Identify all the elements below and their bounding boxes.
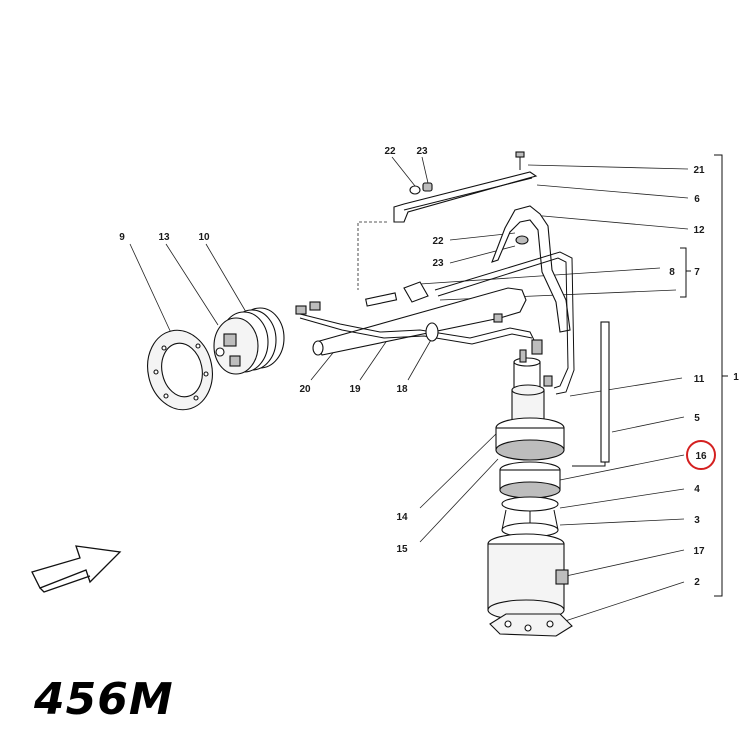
wiring-harness <box>295 301 543 355</box>
level-rod <box>572 321 610 467</box>
callout: 9 <box>119 232 125 243</box>
direction-arrow-icon <box>31 545 122 589</box>
leader-lines <box>129 156 689 625</box>
callout: 6 <box>694 194 700 205</box>
fuel-pipes <box>365 251 575 395</box>
callout: 14 <box>396 512 408 523</box>
callout: 10 <box>198 232 210 243</box>
callout: 1 <box>733 372 739 383</box>
mounting-rail <box>393 171 538 223</box>
locator-dashed-line <box>357 221 387 290</box>
pump-reservoir <box>487 533 569 621</box>
support-bracket <box>491 205 571 333</box>
callout: 20 <box>299 384 311 395</box>
callout: 15 <box>396 544 408 555</box>
callout: 12 <box>693 225 705 236</box>
callout: 11 <box>694 374 705 385</box>
callout: 18 <box>396 384 408 395</box>
arrow-shadow <box>39 575 91 593</box>
callout: 16 <box>695 451 707 462</box>
group-7-bracket <box>680 247 691 298</box>
callout: 21 <box>693 165 705 176</box>
highlight-circle <box>686 440 716 470</box>
clamp-ring <box>147 329 213 411</box>
callout: 8 <box>669 267 675 278</box>
cover-flange <box>213 307 285 375</box>
callout: 17 <box>693 546 705 557</box>
washer <box>409 185 421 195</box>
main-hose <box>312 287 527 356</box>
callout: 22 <box>384 146 396 157</box>
callout: 4 <box>694 484 700 495</box>
screw <box>515 151 525 170</box>
callout: 23 <box>416 146 428 157</box>
callout: 23 <box>432 258 444 269</box>
model-name: 456M <box>34 674 174 725</box>
filter-ring <box>501 496 559 538</box>
bottom-plate <box>489 613 573 637</box>
pump-gasket <box>495 417 565 461</box>
pump-seal <box>499 461 561 499</box>
callout: 3 <box>694 515 700 526</box>
group-1-bracket <box>714 154 728 597</box>
callout: 5 <box>694 413 700 424</box>
callout: 7 <box>694 267 700 278</box>
callout: 13 <box>158 232 170 243</box>
callout-labels: 22 23 21 6 12 22 23 8 7 9 13 10 20 19 18… <box>119 146 739 588</box>
nut <box>422 182 433 192</box>
callout: 19 <box>349 384 361 395</box>
callout: 2 <box>694 577 700 588</box>
callout: 22 <box>432 236 444 247</box>
